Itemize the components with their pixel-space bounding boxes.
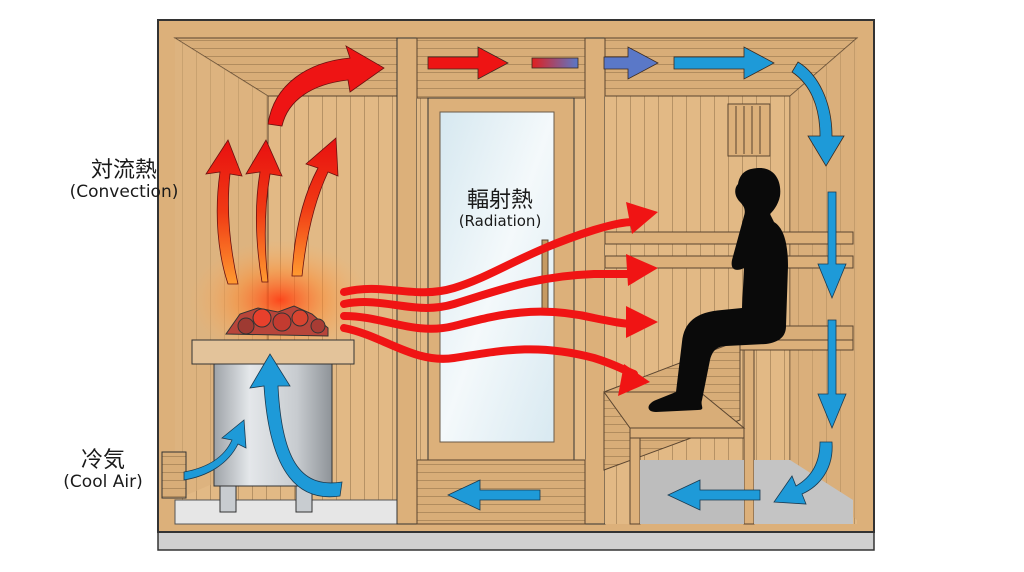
label-radiation-en: (Radiation) — [458, 212, 542, 231]
person-silhouette — [648, 168, 788, 412]
door-section — [416, 37, 586, 525]
cool-descend-arrows — [447, 191, 847, 511]
convection-arrows — [205, 45, 385, 285]
radiation-arrowheads — [618, 202, 658, 396]
ceiling-light — [727, 103, 771, 157]
label-convection-en: (Convection) — [69, 182, 179, 203]
hot-stones — [225, 305, 329, 337]
label-cool-air-jp: 冷気 — [80, 448, 125, 473]
label-convection: 対流熱 (Convection) — [44, 158, 204, 203]
label-cool-air: 冷気 (Cool Air) — [38, 448, 168, 493]
floor-base — [157, 531, 875, 551]
pillar-right — [584, 37, 606, 525]
pillar-left — [396, 37, 418, 525]
label-convection-jp: 対流熱 — [90, 158, 157, 183]
label-cool-air-en: (Cool Air) — [63, 472, 143, 493]
ceiling-arrows — [427, 46, 845, 167]
radiation-arrows — [340, 218, 638, 378]
label-radiation-jp: 輻射熱 — [466, 188, 533, 213]
label-radiation: 輻射熱 (Radiation) — [440, 188, 560, 231]
cool-air-arrows — [183, 353, 343, 498]
